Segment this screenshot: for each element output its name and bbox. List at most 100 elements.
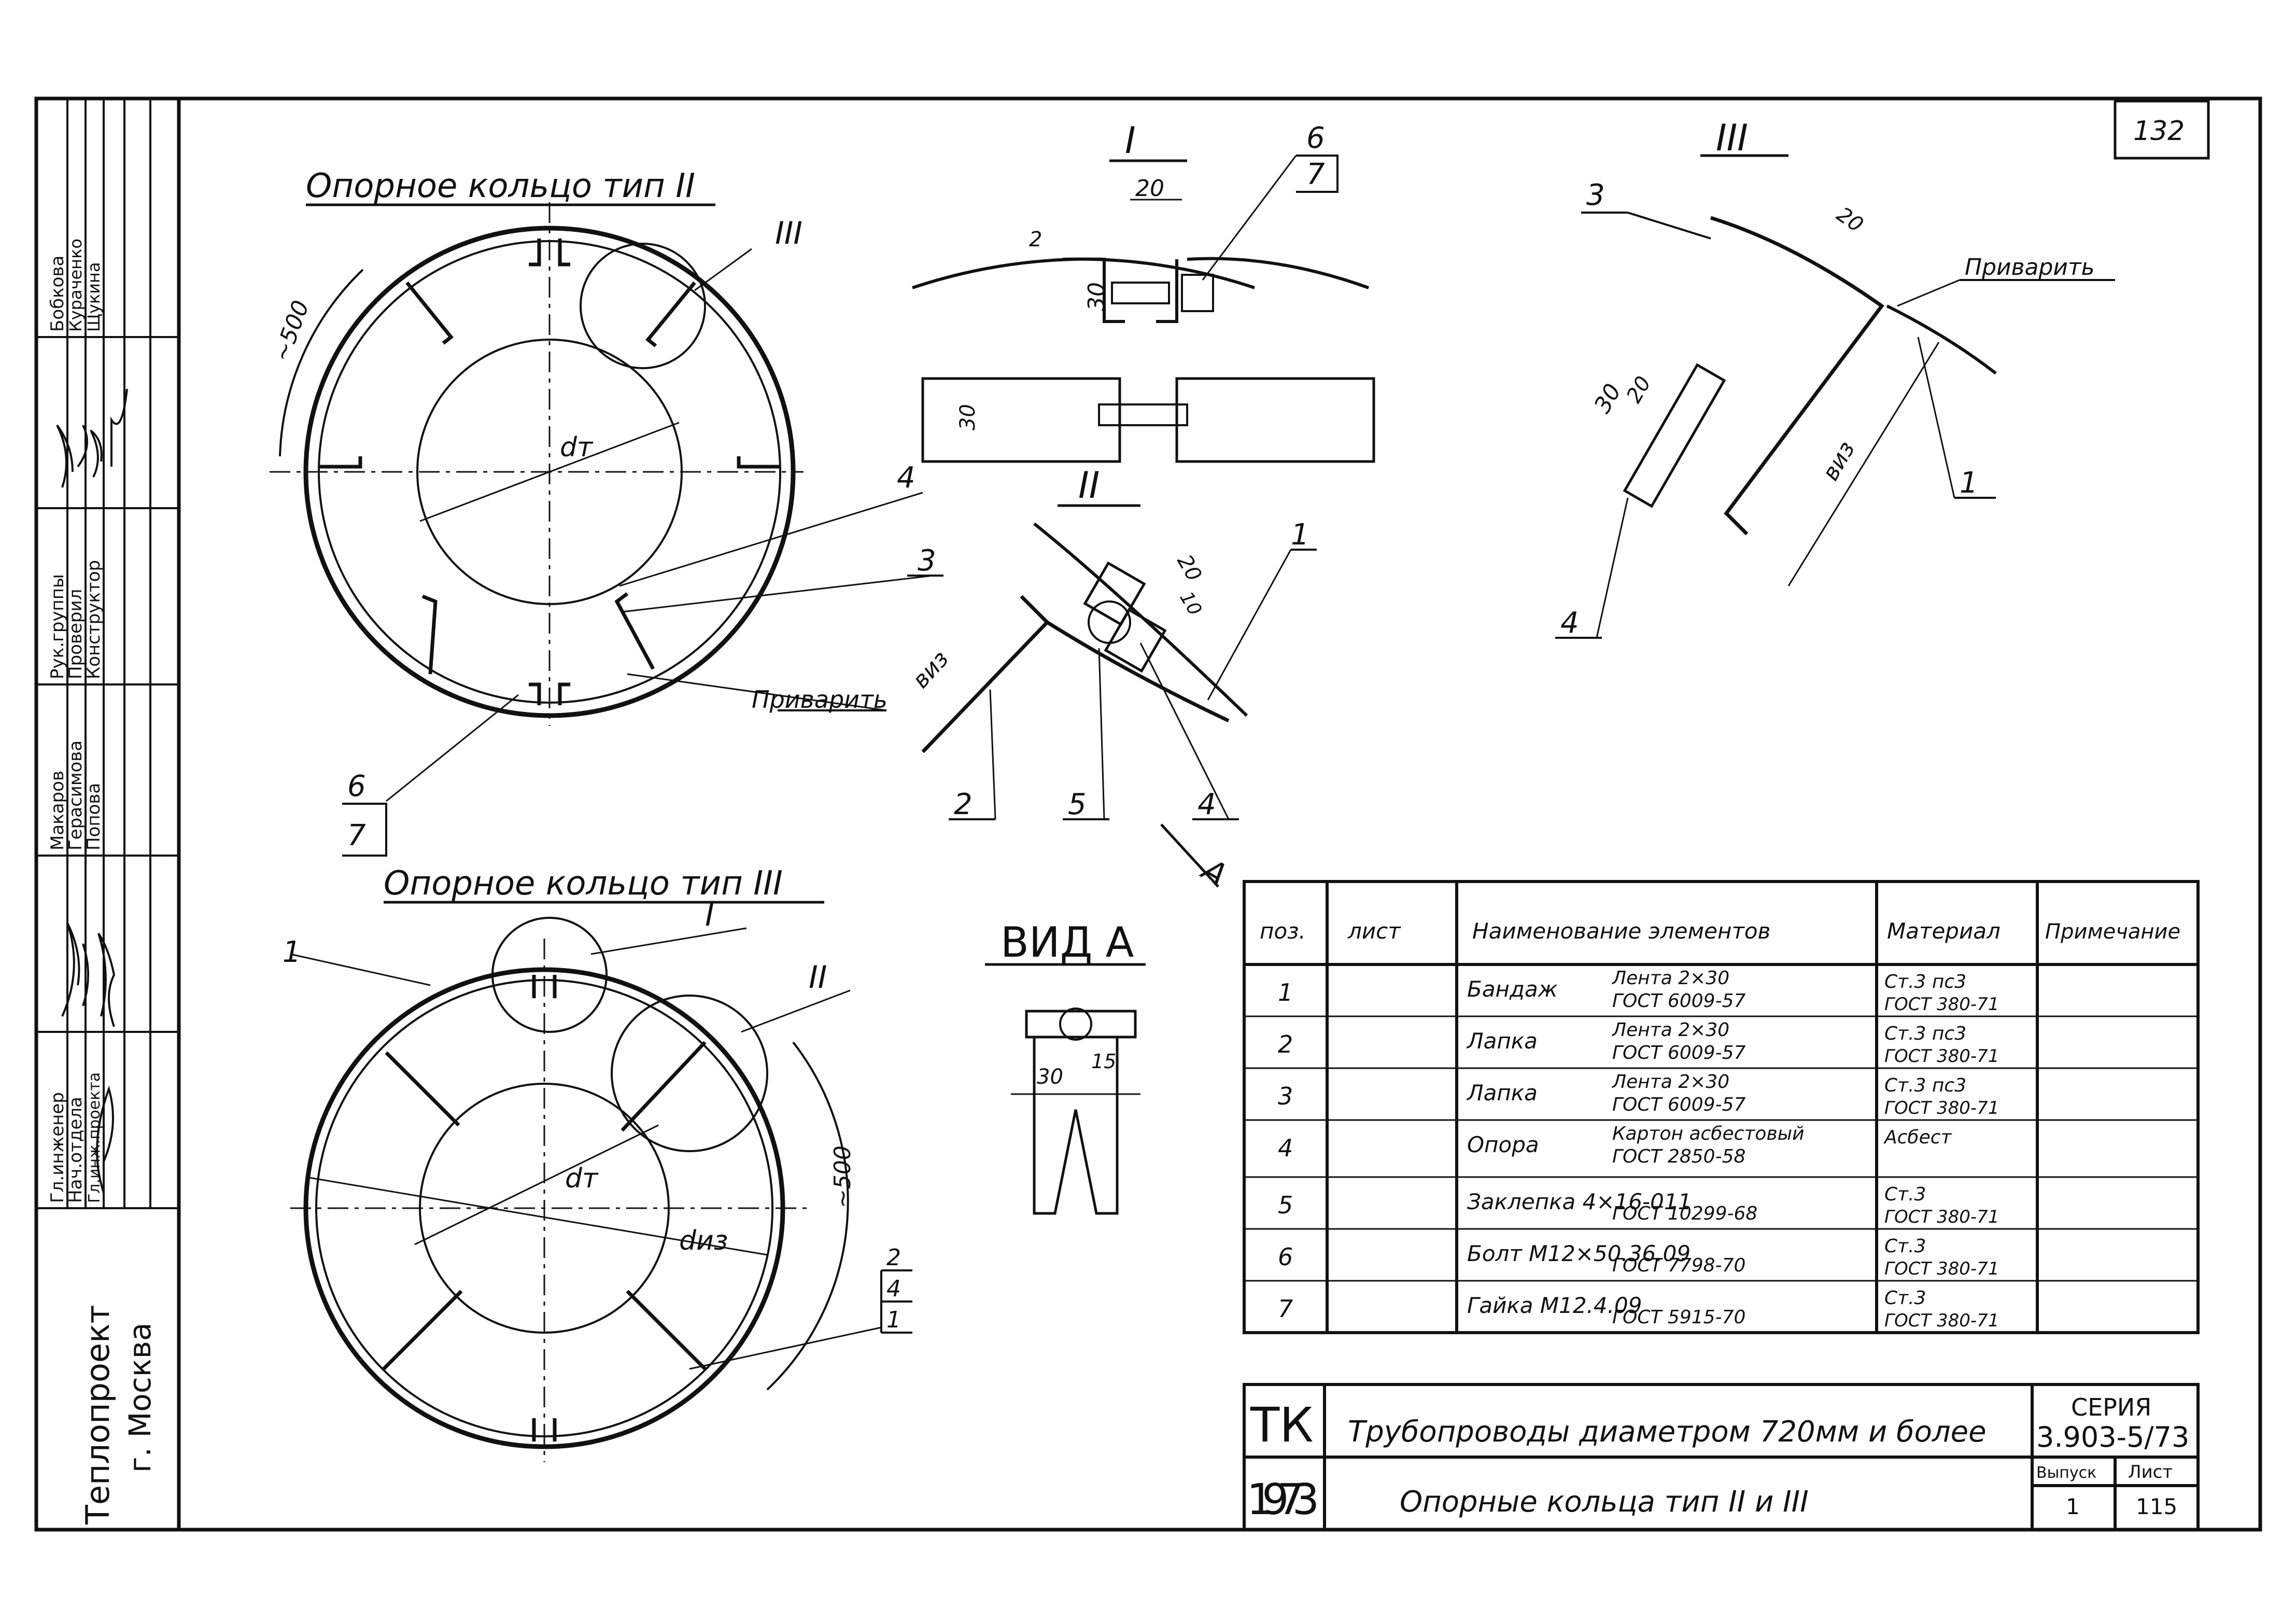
ring2-pos-6: 6 bbox=[347, 769, 366, 803]
name-popova: Попова bbox=[83, 783, 104, 850]
detail2-title: II bbox=[1078, 464, 1100, 507]
view-a-title: ВИД А bbox=[1001, 918, 1134, 967]
spec-row-mat2: ГОСТ 380-71 bbox=[1884, 1258, 1999, 1279]
detail3-title: III bbox=[1716, 117, 1748, 159]
ring2-dim-dt: dт bbox=[560, 432, 594, 463]
left-title-strip bbox=[36, 99, 179, 1209]
detail1-plan-dim-30: 30 bbox=[956, 404, 980, 430]
spec-row-mat2: ГОСТ 380-71 bbox=[1884, 1310, 1999, 1331]
name-makarov: Макаров bbox=[47, 771, 68, 850]
ring2-dim-500: ~500 bbox=[268, 297, 314, 365]
org-city: г. Москва bbox=[122, 1322, 158, 1473]
ring3-pos-1b: 1 bbox=[886, 1307, 901, 1333]
detail-1: I 20 30 2 6 7 30 bbox=[912, 119, 1375, 463]
spec-row-detail2: ГОСТ 6009-57 bbox=[1612, 1042, 1745, 1064]
detail1-title: I bbox=[1125, 119, 1136, 162]
detail3-dim-20b: 20 bbox=[1622, 372, 1656, 407]
role-chief-engineer: Гл.инженер bbox=[47, 1092, 68, 1203]
detail3-pos-4: 4 bbox=[1560, 606, 1579, 640]
spec-row-mat2: ГОСТ 380-71 bbox=[1884, 994, 1999, 1015]
arrow-a-label: А bbox=[1194, 850, 1233, 893]
spec-row-detail1: Картон асбестовый bbox=[1612, 1123, 1804, 1144]
title-line-1: Трубопроводы диаметром 720мм и более bbox=[1348, 1415, 1987, 1449]
view-a-dim-30: 30 bbox=[1037, 1065, 1063, 1089]
spec-row-name: Болт М12×50.36.09 bbox=[1467, 1241, 1691, 1266]
ring2-pos-7: 7 bbox=[347, 819, 366, 852]
detail3-dim-30: 30 bbox=[1589, 380, 1626, 418]
detail1-dim-2: 2 bbox=[1029, 228, 1042, 251]
spec-header-pos: поз. bbox=[1260, 918, 1306, 944]
spec-row-mat2: ГОСТ 380-71 bbox=[1884, 1098, 1999, 1118]
ring3-dim-dt: dт bbox=[565, 1163, 599, 1194]
spec-row-pos: 5 bbox=[1278, 1191, 1293, 1219]
spec-row-detail2: ГОСТ 7798-70 bbox=[1612, 1255, 1745, 1276]
ring3-title: Опорное кольцо тип III bbox=[384, 864, 783, 903]
ring2-weld-label: Приварить bbox=[752, 685, 888, 713]
spec-table: поз. лист Наименование элементов Материа… bbox=[1243, 880, 2200, 1334]
name-bobkova: Бобкова bbox=[47, 256, 68, 332]
detail3-dim-biz: виз bbox=[1817, 437, 1860, 485]
spec-row-name: Заклепка 4×16-011 bbox=[1467, 1189, 1692, 1214]
detail2-dim-20: 20 bbox=[1172, 551, 1206, 585]
spec-row-detail1: Лента 2×30 bbox=[1611, 1071, 1729, 1093]
spec-row-name: Лапка bbox=[1466, 1028, 1538, 1054]
detail2-dim-biz: виз bbox=[907, 646, 954, 693]
role-checker: Проверил bbox=[65, 589, 86, 679]
spec-row-detail1: Лента 2×30 bbox=[1611, 968, 1729, 989]
series-value: 3.903-5/73 bbox=[2036, 1421, 2189, 1453]
left-strip-texts: Гл.инженер Нач.отдела Гл.инж.проекта Рук… bbox=[47, 239, 158, 1525]
ring-type-2-view: Опорное кольцо тип II ~500 dт Приварить … bbox=[268, 167, 943, 857]
spec-row-pos: 7 bbox=[1278, 1295, 1293, 1323]
spec-row-detail1: Лента 2×30 bbox=[1611, 1019, 1729, 1041]
role-designer: Конструктор bbox=[83, 560, 104, 679]
ring3-pos-4: 4 bbox=[886, 1276, 901, 1302]
spec-row-mat1: Ст.3 bbox=[1884, 1184, 1926, 1205]
detail2-pos-1: 1 bbox=[1291, 518, 1309, 552]
name-shchukina: Щукина bbox=[84, 262, 104, 332]
ring3-detail-1-mark: I bbox=[705, 897, 714, 933]
series-label: СЕРИЯ bbox=[2071, 1393, 2151, 1421]
role-dept-head: Нач.отдела bbox=[65, 1097, 86, 1203]
ring2-pos-4: 4 bbox=[897, 461, 915, 495]
detail3-dim-20: 20 bbox=[1832, 203, 1867, 237]
sheet-label: Лист bbox=[2128, 1462, 2173, 1482]
spec-header-material: Материал bbox=[1887, 918, 2001, 944]
ring3-dim-diz: dиз bbox=[679, 1225, 728, 1256]
detail3-weld-label: Приварить bbox=[1965, 254, 2095, 281]
spec-row-name: Опора bbox=[1467, 1132, 1539, 1157]
ring2-pos-3: 3 bbox=[918, 544, 936, 578]
inner-frame bbox=[177, 96, 2262, 1532]
spec-row-detail2: ГОСТ 6009-57 bbox=[1612, 1094, 1745, 1115]
role-group-lead: Рук.группы bbox=[47, 574, 68, 679]
detail2-dim-10: 10 bbox=[1175, 588, 1205, 619]
issue-label: Выпуск bbox=[2036, 1464, 2096, 1482]
title-line-2: Опорные кольца тип II и III bbox=[1400, 1485, 1809, 1519]
detail2-pos-4: 4 bbox=[1198, 788, 1216, 821]
org-name: Теплопроект bbox=[79, 1305, 117, 1525]
spec-row-mat1: Ст.3 пс3 bbox=[1884, 1023, 1966, 1044]
spec-row-detail2: ГОСТ 6009-57 bbox=[1612, 990, 1745, 1012]
name-kurachenko: Кураченко bbox=[66, 239, 86, 332]
view-a: ВИД А 30 15 bbox=[985, 918, 1146, 1215]
title-code-bottom: 1973 bbox=[1247, 1475, 1319, 1524]
detail-3: III 3 20 Приварить 30 20 виз 1 4 bbox=[1555, 117, 2115, 640]
ring2-detail-3-mark: III bbox=[775, 215, 802, 251]
ring-type-3-view: Опорное кольцо тип III dт dиз ~500 1 I I… bbox=[283, 864, 912, 1462]
detail1-pos-6: 6 bbox=[1306, 121, 1325, 155]
spec-row-mat1: Ст.3 bbox=[1884, 1236, 1926, 1257]
detail1-pos-7: 7 bbox=[1306, 158, 1325, 191]
ring2-title: Опорное кольцо тип II bbox=[306, 167, 695, 205]
detail-2: II виз 20 10 1 2 5 4 А bbox=[907, 464, 1317, 894]
spec-row-pos: 6 bbox=[1278, 1243, 1293, 1271]
spec-row-mat1: Ст.3 пс3 bbox=[1884, 1075, 1966, 1096]
detail1-dim-30: 30 bbox=[1083, 282, 1110, 311]
spec-row-mat2: ГОСТ 380-71 bbox=[1884, 1046, 1999, 1067]
detail3-pos-1: 1 bbox=[1960, 466, 1978, 500]
ring3-pos-1: 1 bbox=[283, 935, 301, 969]
signatures bbox=[56, 388, 128, 1193]
detail2-pos-5: 5 bbox=[1068, 788, 1087, 821]
detail1-dim-20: 20 bbox=[1135, 175, 1164, 202]
sheet-number: 132 bbox=[2133, 116, 2185, 147]
